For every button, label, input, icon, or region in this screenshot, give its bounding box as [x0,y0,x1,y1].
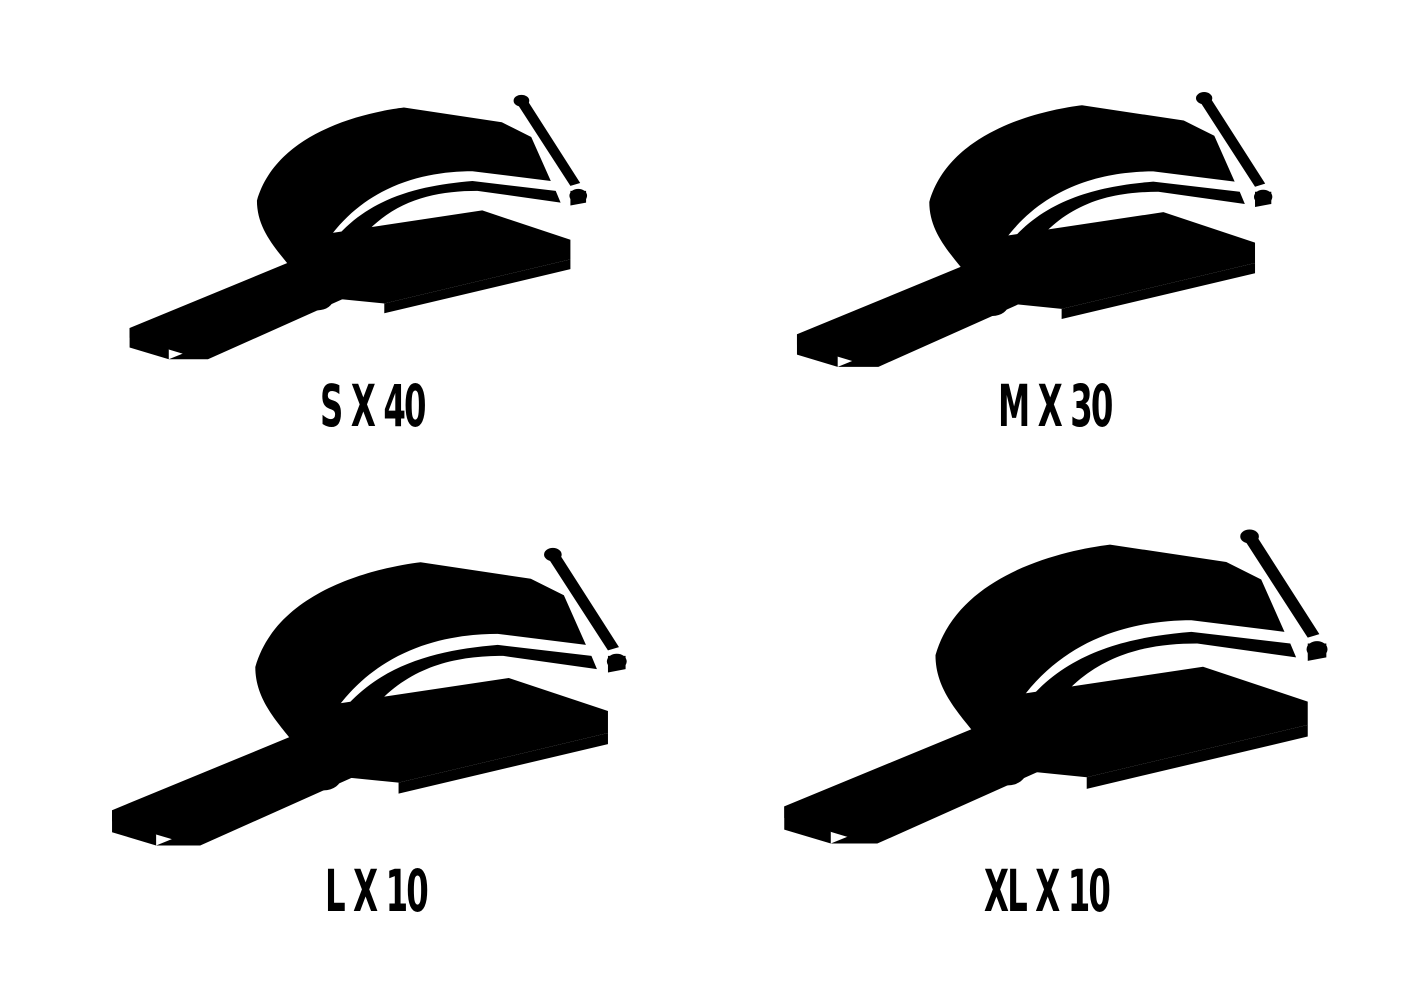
panel-s: S X 40 [0,0,706,500]
panel-l: L X 10 [0,500,706,1000]
size-label-m: M X 30 [998,372,1113,440]
latch-xl-illustration [784,529,1328,844]
panel-xl: XL X 10 [706,500,1412,1000]
panel-m: M X 30 [706,0,1412,500]
size-label-s: S X 40 [320,372,426,440]
latch-s-illustration [129,94,588,360]
latch-m-illustration [796,92,1273,367]
size-label-xl: XL X 10 [984,857,1111,925]
latch-l-illustration [112,547,627,846]
size-label-l: L X 10 [325,857,429,925]
